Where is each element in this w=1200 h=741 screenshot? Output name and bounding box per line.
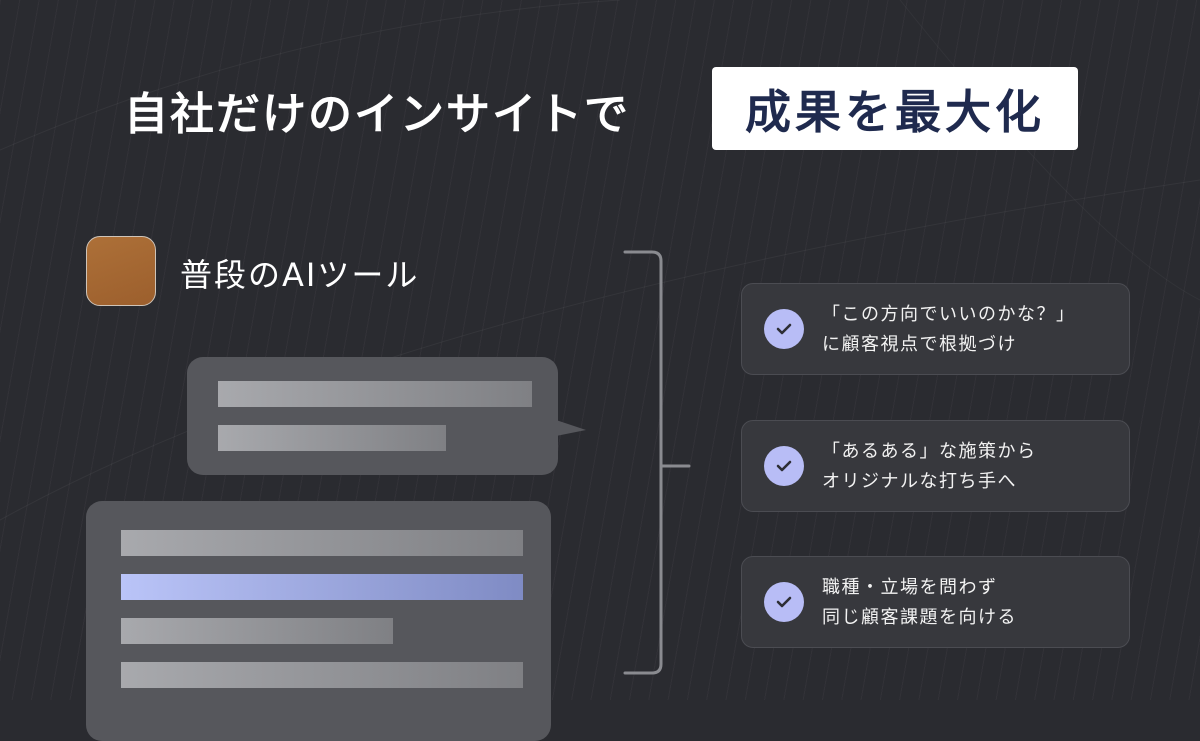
tool-label: 普段のAIツール: [180, 256, 420, 294]
bracket-connector: [623, 250, 691, 675]
benefit-line-1: 職種・立場を問わず: [822, 577, 998, 598]
response-panel: [86, 501, 551, 741]
benefit-line-2: オリジナルな打ち手へ: [822, 471, 1017, 492]
chat-bubble-tail: [556, 420, 586, 436]
benefit-line-1: 「あるある」な施策から: [822, 441, 1037, 462]
benefit-text: 「あるある」な施策から オリジナルな打ち手へ: [822, 437, 1037, 497]
benefit-card: 「この方向でいいのかな？」 に顧客視点で根拠づけ: [741, 283, 1130, 375]
chat-bubble: [187, 357, 558, 475]
check-circle-icon: [764, 309, 804, 349]
benefit-text: 「この方向でいいのかな？」 に顧客視点で根拠づけ: [822, 300, 1076, 360]
bubble-text-bar: [218, 425, 446, 451]
app-tile-icon: [86, 236, 156, 306]
headline-text: 自社だけのインサイトで: [124, 89, 630, 140]
panel-text-bar: [121, 618, 393, 644]
benefit-line-2: に顧客視点で根拠づけ: [822, 334, 1017, 355]
benefit-card: 「あるある」な施策から オリジナルな打ち手へ: [741, 420, 1130, 512]
benefit-line-1: 「この方向でいいのかな？」: [822, 304, 1076, 325]
benefit-line-2: 同じ顧客課題を向ける: [822, 607, 1017, 628]
check-circle-icon: [764, 582, 804, 622]
bubble-text-bar: [218, 381, 532, 407]
headline-highlight-text: 成果を最大化: [745, 84, 1045, 139]
benefit-card: 職種・立場を問わず 同じ顧客課題を向ける: [741, 556, 1130, 648]
panel-text-bar: [121, 530, 523, 556]
check-circle-icon: [764, 446, 804, 486]
headline-highlight-box: 成果を最大化: [712, 67, 1078, 150]
benefit-text: 職種・立場を問わず 同じ顧客課題を向ける: [822, 573, 1017, 633]
panel-text-bar: [121, 662, 523, 688]
panel-highlight-bar: [121, 574, 523, 600]
headline: 自社だけのインサイトで: [124, 78, 630, 142]
